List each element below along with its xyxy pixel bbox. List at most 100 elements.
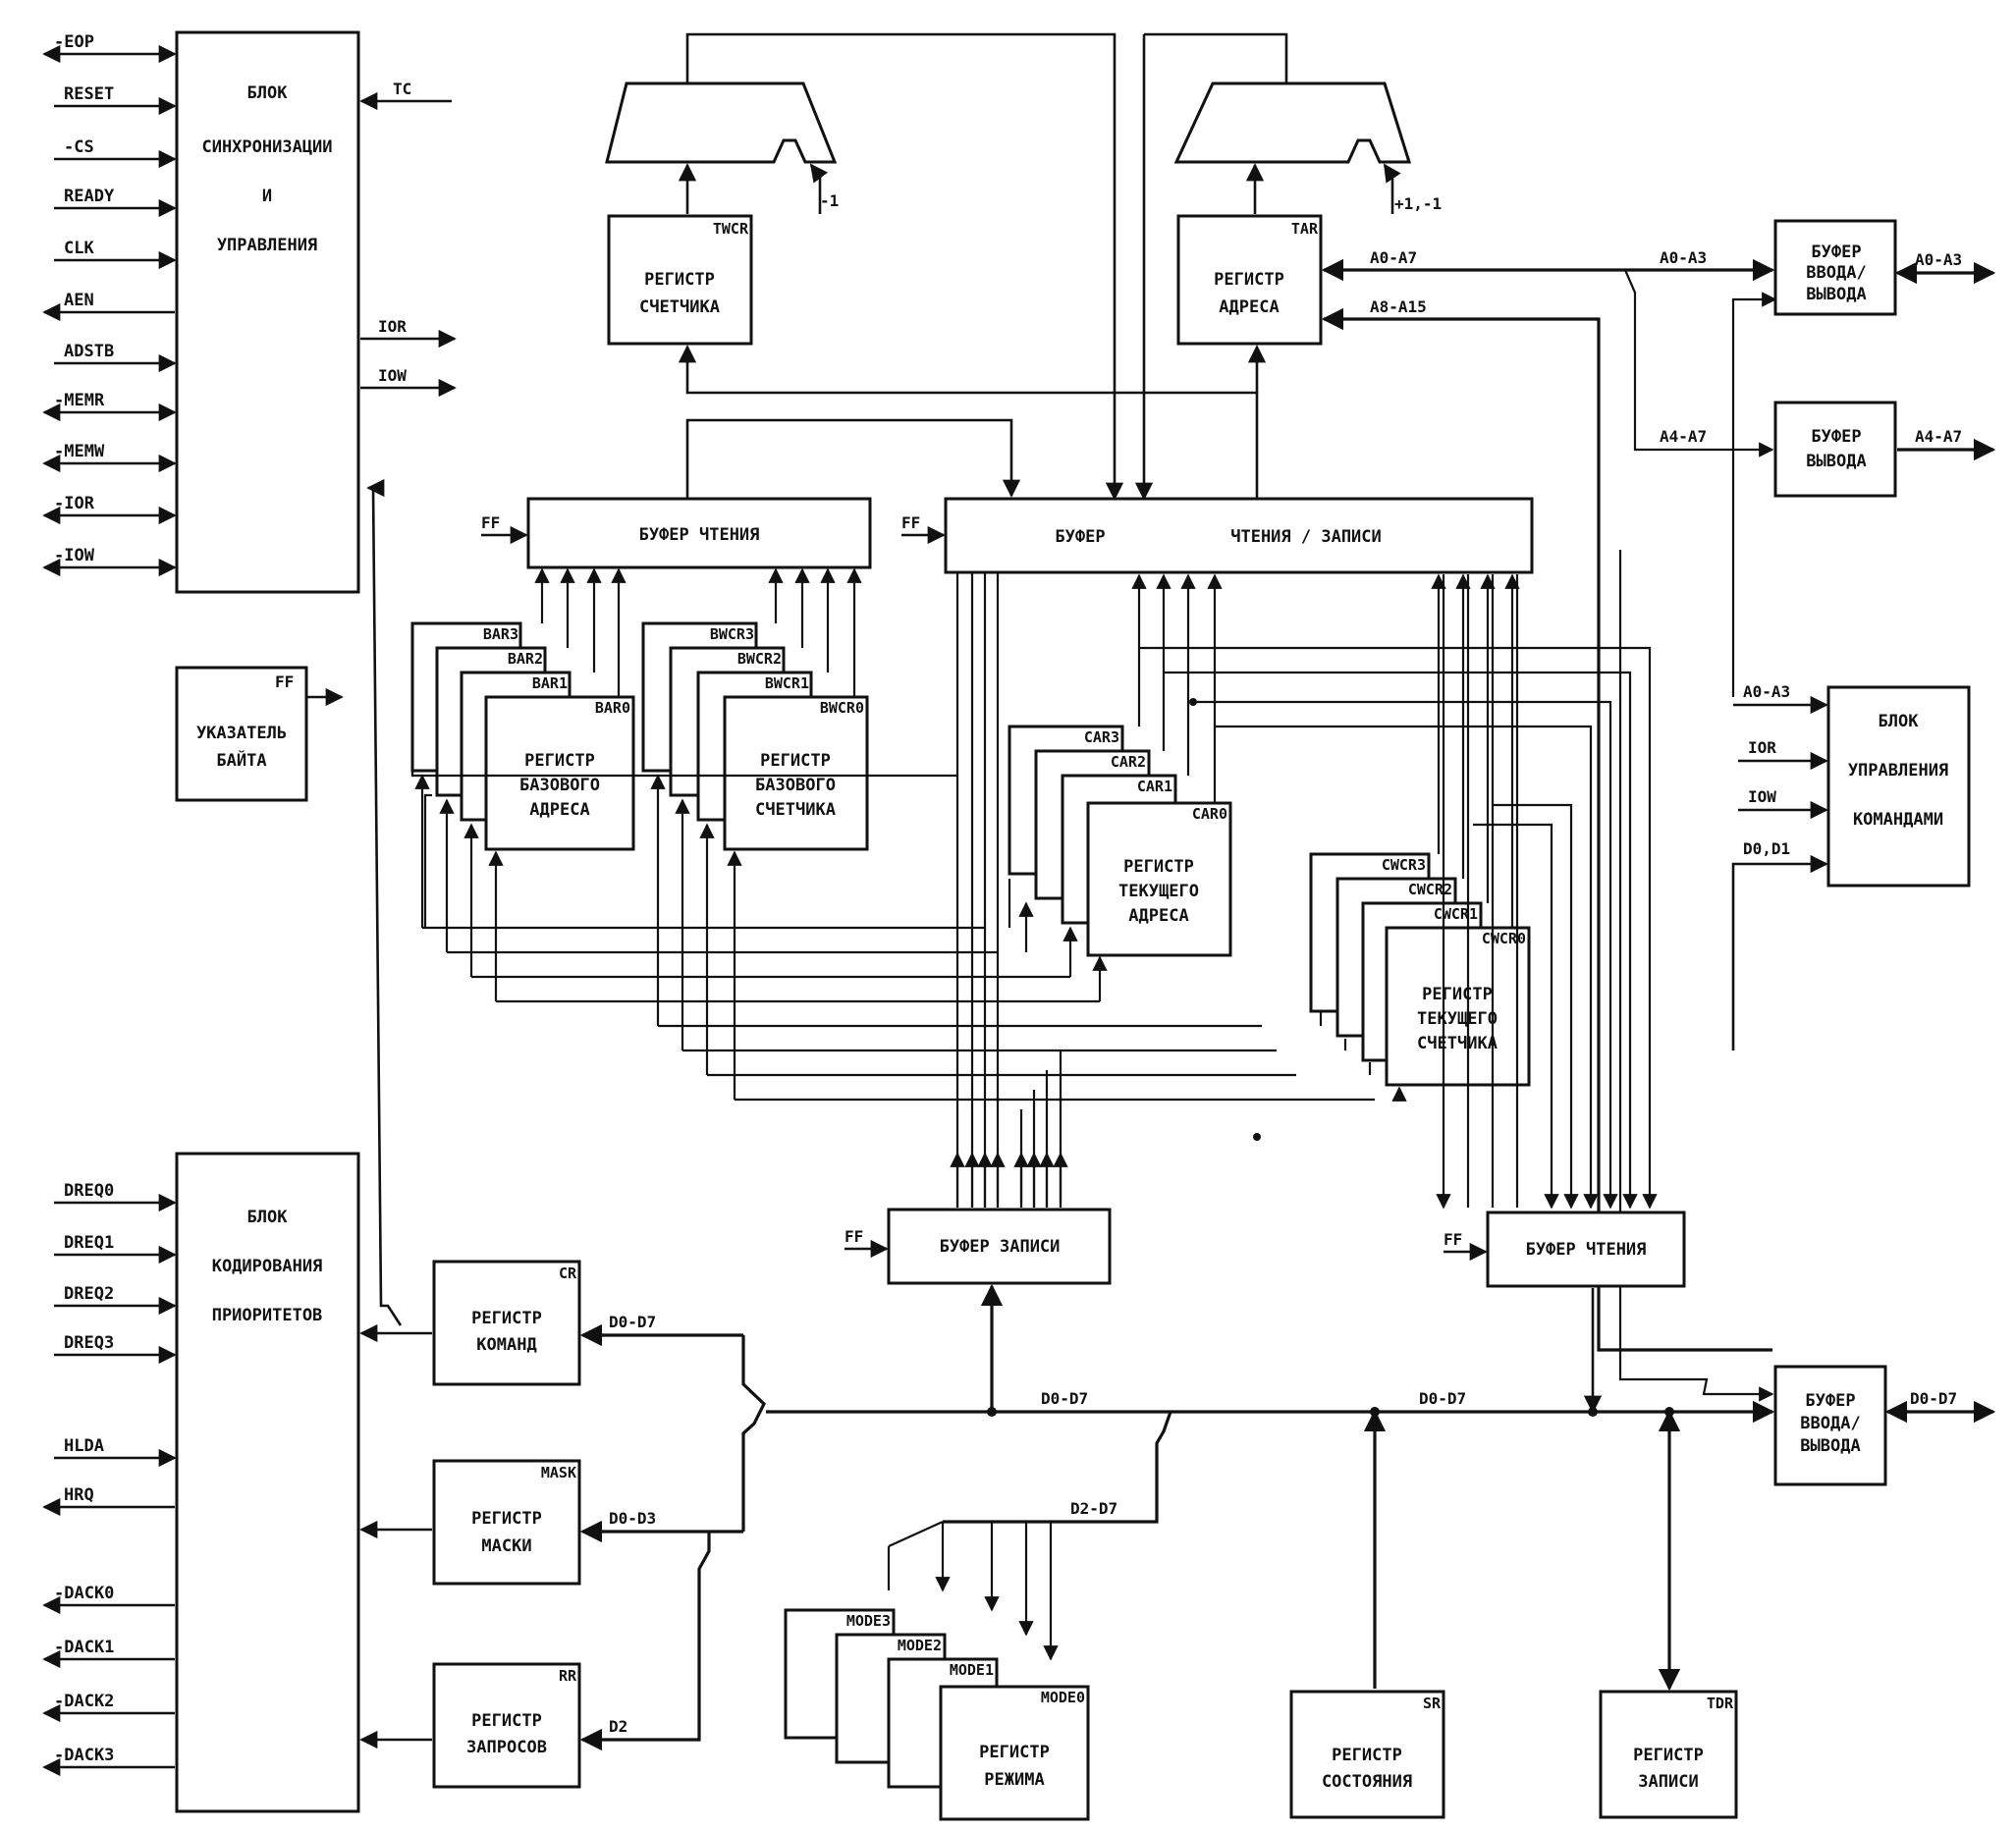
sync-line-2: СИНХРОНИЗАЦИИ bbox=[201, 137, 332, 157]
car0-label: CAR0 bbox=[1192, 805, 1227, 823]
mode1-label: MODE1 bbox=[950, 1661, 994, 1679]
bar-register-stack: BAR3 BAR2 BAR1 BAR0 РЕГИСТР БАЗОВОГО АДР… bbox=[410, 621, 635, 851]
addr-io-buffer: БУФЕР ВВОДА/ ВЫВОДА A0-A3 bbox=[1731, 219, 1996, 697]
pin-cs: -CS bbox=[64, 137, 94, 157]
bwcr2-label: BWCR2 bbox=[737, 650, 782, 668]
byte-pointer-line-2: БАЙТА bbox=[216, 749, 266, 771]
junction-dots bbox=[987, 698, 1674, 1417]
temp-data-register: TDR РЕГИСТР ЗАПИСИ bbox=[1599, 1690, 1738, 1819]
data-io-line-3: ВЫВОДА bbox=[1800, 1436, 1860, 1456]
cmd-in-ior: IOR bbox=[1748, 738, 1776, 757]
pin-dack0: -DACK0 bbox=[54, 1584, 114, 1603]
sync-line-1: БЛОК bbox=[247, 83, 289, 103]
sync-control-block: БЛОК СИНХРОНИЗАЦИИ И УПРАВЛЕНИЯ bbox=[175, 30, 360, 594]
address-bus-lines: A0-A7 A0-A3 A4-A7 A8-A15 bbox=[1321, 248, 1775, 1402]
status-reg-corner: SR bbox=[1423, 1695, 1442, 1712]
cwcr0-label: CWCR0 bbox=[1482, 930, 1526, 947]
read-buffer-bottom-label: БУФЕР ЧТЕНИЯ bbox=[1526, 1240, 1647, 1260]
sync-outputs: TC IOR IOW bbox=[359, 80, 457, 398]
priority-line-2: КОДИРОВАНИЯ bbox=[212, 1257, 323, 1276]
write-buffer-label: БУФЕР ЗАПИСИ bbox=[940, 1237, 1061, 1257]
sig-d0-d7-right: D0-D7 bbox=[1419, 1389, 1466, 1408]
temp-counter-register: TWCR РЕГИСТР СЧЕТЧИКА bbox=[607, 214, 753, 346]
addr-io-out: A0-A3 bbox=[1915, 250, 1962, 269]
mask-reg-line-1: РЕГИСТР bbox=[471, 1509, 542, 1529]
read-buffer-top-ff: FF bbox=[481, 513, 500, 532]
pin-memr: -MEMR bbox=[54, 391, 105, 410]
pin-ready: READY bbox=[64, 187, 115, 206]
pin-clk: CLK bbox=[64, 239, 94, 258]
bwcr1-label: BWCR1 bbox=[765, 674, 809, 692]
cwcr-line-3: СЧЕТЧИКА bbox=[1417, 1034, 1498, 1053]
temp-counter-corner: TWCR bbox=[713, 220, 749, 238]
read-buffer-top: БУФЕР ЧТЕНИЯ FF bbox=[481, 497, 872, 569]
addr-out-out: A4-A7 bbox=[1915, 427, 1962, 446]
cwcr3-label: CWCR3 bbox=[1382, 856, 1426, 874]
bwcr-register-stack: BWCR3 BWCR2 BWCR1 BWCR0 РЕГИСТР БАЗОВОГО… bbox=[641, 621, 869, 851]
sig-ior-out: IOR bbox=[378, 317, 407, 336]
counter-alu-input: -1 bbox=[820, 191, 839, 210]
sig-a0-a3: A0-A3 bbox=[1660, 248, 1707, 267]
data-io-line-1: БУФЕР bbox=[1805, 1391, 1855, 1411]
addr-io-line-3: ВЫВОДА bbox=[1806, 285, 1866, 304]
cwcr2-label: CWCR2 bbox=[1408, 881, 1452, 898]
priority-line-3: ПРИОРИТЕТОВ bbox=[212, 1306, 323, 1325]
cwcr-line-1: РЕГИСТР bbox=[1422, 985, 1493, 1004]
pin-memw: -MEMW bbox=[54, 442, 105, 461]
pin-dack3: -DACK3 bbox=[54, 1746, 114, 1765]
temp-reg-line-1: РЕГИСТР bbox=[1633, 1746, 1704, 1765]
car1-label: CAR1 bbox=[1137, 778, 1172, 795]
temp-counter-line-1: РЕГИСТР bbox=[644, 270, 715, 290]
request-register: RR РЕГИСТР ЗАПРОСОВ bbox=[359, 1662, 581, 1789]
bar-line-1: РЕГИСТР bbox=[524, 751, 595, 771]
sig-d2-d7: D2-D7 bbox=[1070, 1499, 1117, 1518]
bwcr-line-3: СЧЕТЧИКА bbox=[755, 800, 836, 820]
cmd-reg-line-2: КОМАНД bbox=[476, 1335, 536, 1355]
mode3-label: MODE3 bbox=[846, 1612, 891, 1630]
byte-pointer-ff: FF bbox=[275, 673, 294, 691]
pin-dreq1: DREQ1 bbox=[64, 1233, 114, 1253]
priority-line-1: БЛОК bbox=[247, 1208, 289, 1227]
data-io-out: D0-D7 bbox=[1910, 1389, 1957, 1408]
sig-a0-a7: A0-A7 bbox=[1370, 248, 1417, 267]
mode-register-stack: MODE3 MODE2 MODE1 MODE0 РЕГИСТР РЕЖИМА bbox=[784, 1608, 1090, 1821]
sig-d0-d3: D0-D3 bbox=[609, 1509, 656, 1528]
mask-reg-corner: MASK bbox=[541, 1464, 576, 1481]
cmd-ctrl-line-1: БЛОК bbox=[1879, 712, 1920, 731]
status-reg-line-1: РЕГИСТР bbox=[1332, 1746, 1402, 1765]
bar1-label: BAR1 bbox=[532, 674, 568, 692]
sig-tc: TC bbox=[393, 80, 411, 98]
cwcr-register-stack: CWCR3 CWCR2 CWCR1 CWCR0 РЕГИСТР ТЕКУЩЕГО… bbox=[1309, 852, 1531, 1087]
cmd-in-a0-a3: A0-A3 bbox=[1743, 682, 1790, 701]
car-register-stack: CAR3 CAR2 CAR1 CAR0 РЕГИСТР ТЕКУЩЕГО АДР… bbox=[1008, 725, 1232, 957]
cwcr-line-2: ТЕКУЩЕГО bbox=[1417, 1009, 1498, 1029]
cmd-reg-line-1: РЕГИСТР bbox=[471, 1309, 542, 1328]
internal-data-bus: D0-D7 D0-D3 D0-D7 D0-D7 D2-D7 D2 bbox=[579, 1283, 1775, 1751]
req-reg-line-2: ЗАПРОСОВ bbox=[466, 1738, 547, 1757]
cwcr1-label: CWCR1 bbox=[1434, 905, 1478, 923]
sync-line-4: УПРАВЛЕНИЯ bbox=[217, 236, 317, 255]
sync-input-lines bbox=[42, 44, 177, 577]
bwcr0-label: BWCR0 bbox=[820, 699, 864, 717]
sig-d2: D2 bbox=[609, 1717, 627, 1736]
data-io-line-2: ВВОДА/ bbox=[1800, 1414, 1860, 1433]
car-cwcr-to-rw-buffer bbox=[1131, 573, 1520, 928]
addr-out-line-1: БУФЕР bbox=[1811, 427, 1861, 447]
write-buffer: БУФЕР ЗАПИСИ FF bbox=[845, 1208, 1112, 1285]
write-buffer-ff: FF bbox=[845, 1227, 863, 1246]
priority-input-labels: DREQ0 DREQ1 DREQ2 DREQ3 HLDA HRQ -DACK0 … bbox=[54, 1181, 114, 1765]
temp-counter-line-2: СЧЕТЧИКА bbox=[639, 297, 720, 317]
temp-reg-corner: TDR bbox=[1707, 1695, 1734, 1712]
status-reg-line-2: СОСТОЯНИЯ bbox=[1322, 1772, 1412, 1792]
sig-a4-a7: A4-A7 bbox=[1660, 427, 1707, 446]
counter-alu: -1 bbox=[605, 81, 839, 214]
cmd-reg-corner: CR bbox=[559, 1265, 577, 1282]
bwcr3-label: BWCR3 bbox=[710, 625, 754, 643]
sig-d0-d7-cr: D0-D7 bbox=[609, 1313, 656, 1331]
pin-ior: -IOR bbox=[54, 494, 95, 513]
pin-hrq: HRQ bbox=[64, 1485, 94, 1505]
pin-hlda: HLDA bbox=[64, 1436, 104, 1456]
rw-buffer: БУФЕР ЧТЕНИЯ / ЗАПИСИ FF bbox=[901, 497, 1534, 574]
pin-dreq2: DREQ2 bbox=[64, 1284, 114, 1304]
write-buffer-up-arrows bbox=[950, 1152, 1068, 1208]
